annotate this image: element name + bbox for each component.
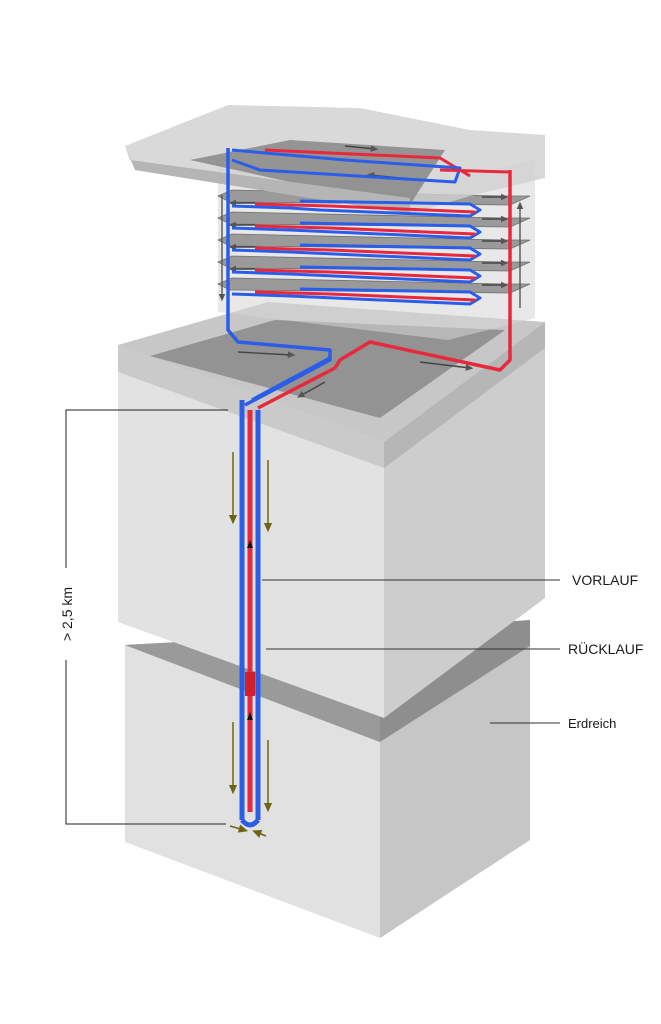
vorlauf-label: VORLAUF (572, 572, 638, 588)
depth-label: > 2,5 km (59, 587, 75, 641)
roof-supply-loop (264, 148, 471, 178)
building-piping (226, 148, 512, 410)
supply-riser (333, 170, 512, 372)
depth-bracket (65, 409, 228, 825)
floor-loops (231, 199, 482, 306)
floor-slabs (217, 189, 531, 294)
roof-return-loop (231, 148, 462, 184)
erdreich-label: Erdreich (568, 716, 616, 731)
leader-lines (262, 579, 560, 724)
ruecklauf-label: RÜCKLAUF (568, 640, 643, 657)
borehole (228, 400, 273, 838)
